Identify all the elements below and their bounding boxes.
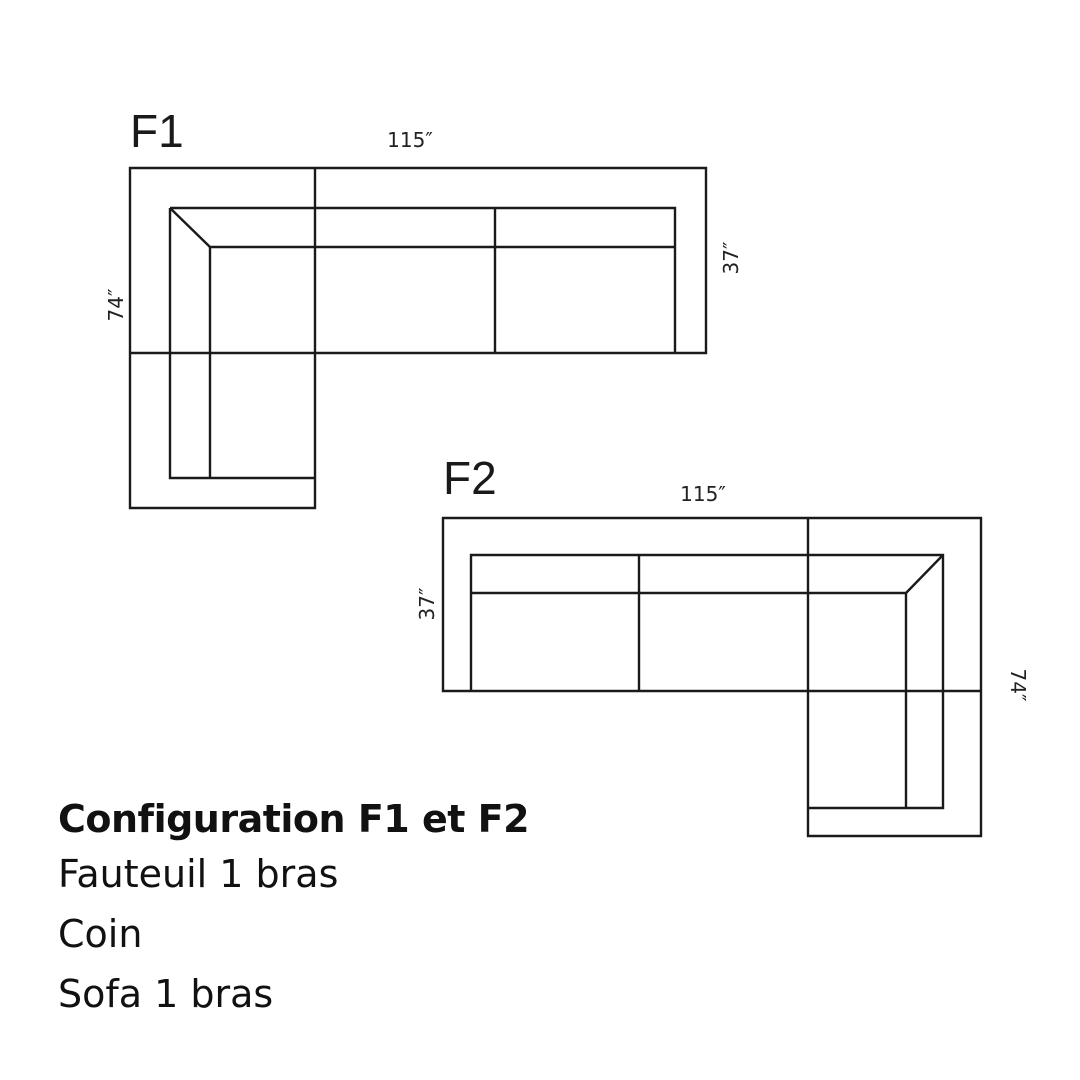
f2-depth-dimension: 37″ (415, 588, 439, 621)
config-f2: F2 115″ 37″ 74″ (415, 452, 1030, 838)
f1-backrest (168, 208, 315, 480)
f1-width-dimension: 115″ (387, 128, 433, 152)
caption-item-corner: Coin (58, 912, 143, 956)
f2-length-dimension: 74″ (1006, 669, 1030, 702)
config-f2-label: F2 (443, 452, 497, 504)
config-f1-label: F1 (130, 105, 184, 157)
f2-corner-miter (905, 554, 944, 594)
f1-length-dimension: 74″ (104, 289, 128, 322)
f2-seat-edge (471, 591, 908, 808)
config-f1: F1 115″ 37″ 74″ (104, 105, 743, 510)
caption-title: Configuration F1 et F2 (58, 797, 530, 841)
caption-item-sofa: Sofa 1 bras (58, 972, 274, 1016)
f2-width-dimension: 115″ (680, 482, 726, 506)
f2-outline (441, 516, 983, 838)
f1-backrest (170, 206, 677, 353)
f1-outline (128, 166, 708, 510)
caption-item-armchair: Fauteuil 1 bras (58, 852, 339, 896)
f1-corner-miter (169, 207, 211, 248)
f1-depth-dimension: 37″ (719, 242, 743, 275)
f1-seat-edge (208, 245, 675, 478)
